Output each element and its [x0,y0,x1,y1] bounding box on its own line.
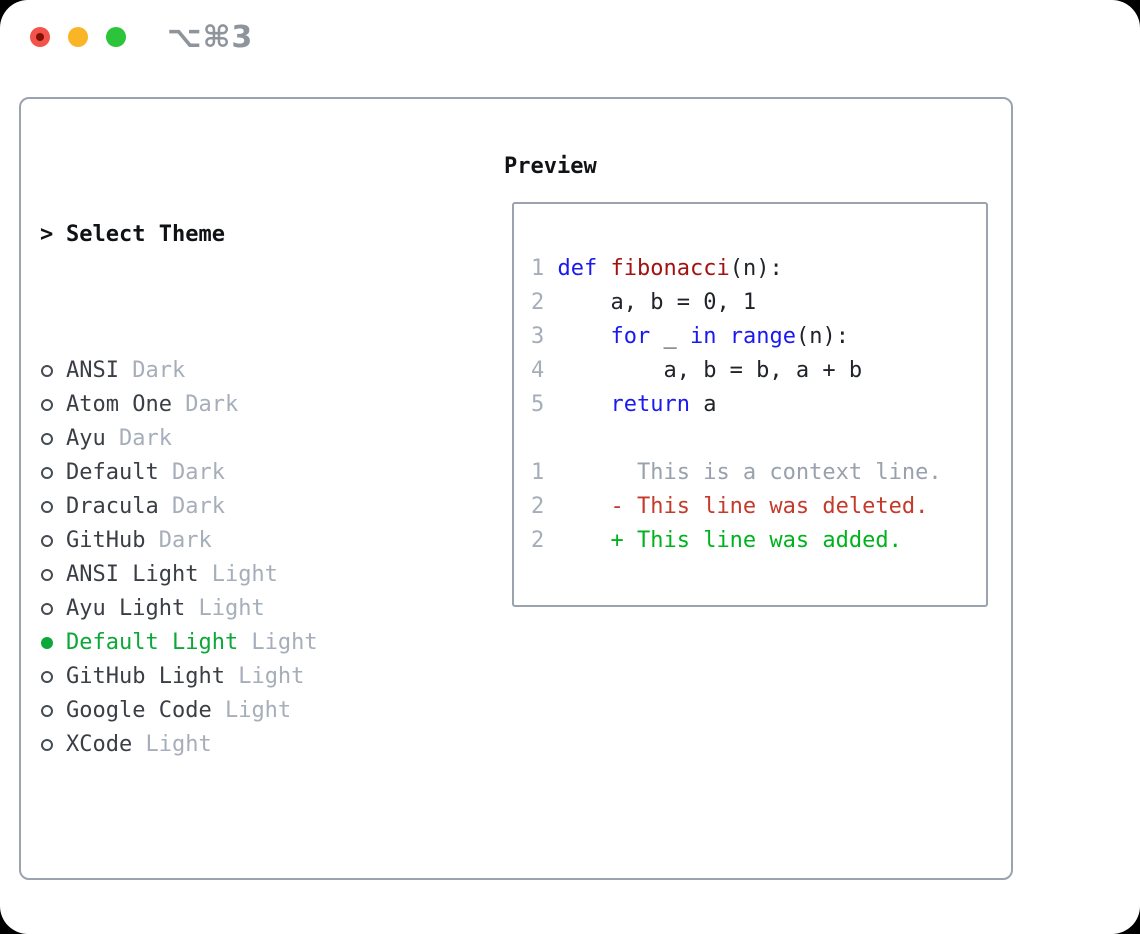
option-variant-label: Dark [105,426,172,451]
spacer-row [40,864,411,898]
option-label: Ayu [66,426,106,451]
option-variant-label: Light [238,630,318,655]
line-number: 3 [531,324,545,349]
code-line: 3 for _ in range(n): [531,324,849,349]
radio-icon [40,365,66,377]
line-number: 1 [531,460,545,485]
option-variant-label: Light [198,562,278,587]
window-controls [30,27,126,47]
theme-option-github[interactable]: GitHub Dark [40,524,411,558]
option-label: ANSI [66,358,119,383]
line-number: 2 [531,528,545,553]
line-number: 4 [531,358,545,383]
diff-line: 2 + This line was added. [531,528,902,553]
option-label: GitHub [66,528,146,553]
preview-title: Preview [504,154,597,179]
option-variant-label: Dark [158,494,225,519]
option-label: Default [66,460,159,485]
line-number: 5 [531,392,545,417]
option-variant-label: Dark [171,392,239,417]
line-number: 1 [531,256,545,281]
radio-icon [40,501,66,513]
code-line: 4 a, b = b, a + b [531,358,863,383]
code-line: 2 a, b = 0, 1 [531,290,757,315]
radio-icon [40,569,66,581]
radio-icon [40,433,66,445]
theme-option-default-light[interactable]: Default Light Light [40,626,411,660]
theme-option-ayu-light[interactable]: Ayu Light Light [40,592,411,626]
theme-option-google-code[interactable]: Google Code Light [40,694,411,728]
option-label: Dracula [66,494,159,519]
theme-option-atom-one[interactable]: Atom One Dark [40,388,411,422]
radio-selected-icon [40,637,66,649]
theme-option-dracula[interactable]: Dracula Dark [40,490,411,524]
diff-line: 2 - This line was deleted. [531,494,929,519]
code-line: 1 def fibonacci(n): [531,256,783,281]
option-label: Ayu Light [66,596,186,621]
option-variant-label: Light [211,698,292,723]
code-line: 5 return a [531,392,717,417]
radio-icon [40,739,66,751]
theme-option-ansi[interactable]: ANSI Dark [40,354,411,388]
minimize-button[interactable] [68,27,88,47]
option-variant-label: Light [185,596,265,621]
theme-option-ayu[interactable]: Ayu Dark [40,422,411,456]
select-theme-header: > Select Theme [40,218,411,252]
window-title: ⌥⌘3 [167,20,254,55]
option-variant-label: Dark [118,358,186,383]
radio-icon [40,603,66,615]
option-label: Atom One [66,392,172,417]
option-variant-label: Dark [145,528,212,553]
radio-icon [40,535,66,547]
prompt-icon: > [40,222,54,247]
zoom-button[interactable] [106,27,126,47]
theme-option-ansi-light[interactable]: ANSI Light Light [40,558,411,592]
theme-option-default[interactable]: Default Dark [40,456,411,490]
option-label: Default Light [66,630,239,655]
radio-icon [40,705,66,717]
radio-icon [40,399,66,411]
line-number: 2 [531,494,545,519]
theme-option-github-light[interactable]: GitHub Light Light [40,660,411,694]
option-label: ANSI Light [66,562,199,587]
diff-line: 1 This is a context line. [531,460,942,485]
radio-icon [40,467,66,479]
close-button[interactable] [30,27,50,47]
radio-icon [40,671,66,683]
code-preview: 1 def fibonacci(n): 2 a, b = 0, 1 3 for _ … [531,252,942,558]
option-variant-label: Light [224,664,305,689]
preview-box: 1 def fibonacci(n): 2 a, b = 0, 1 3 for _ … [512,202,988,607]
option-variant-label: Light [132,732,212,757]
option-label: Google Code [66,698,212,723]
theme-option-xcode[interactable]: XCode Light [40,728,411,762]
blank-line [531,422,942,456]
select-theme-label: Select Theme [66,222,225,247]
option-label: GitHub Light [66,664,225,689]
option-label: XCode [66,732,133,757]
line-number: 2 [531,290,545,315]
option-variant-label: Dark [158,460,225,485]
